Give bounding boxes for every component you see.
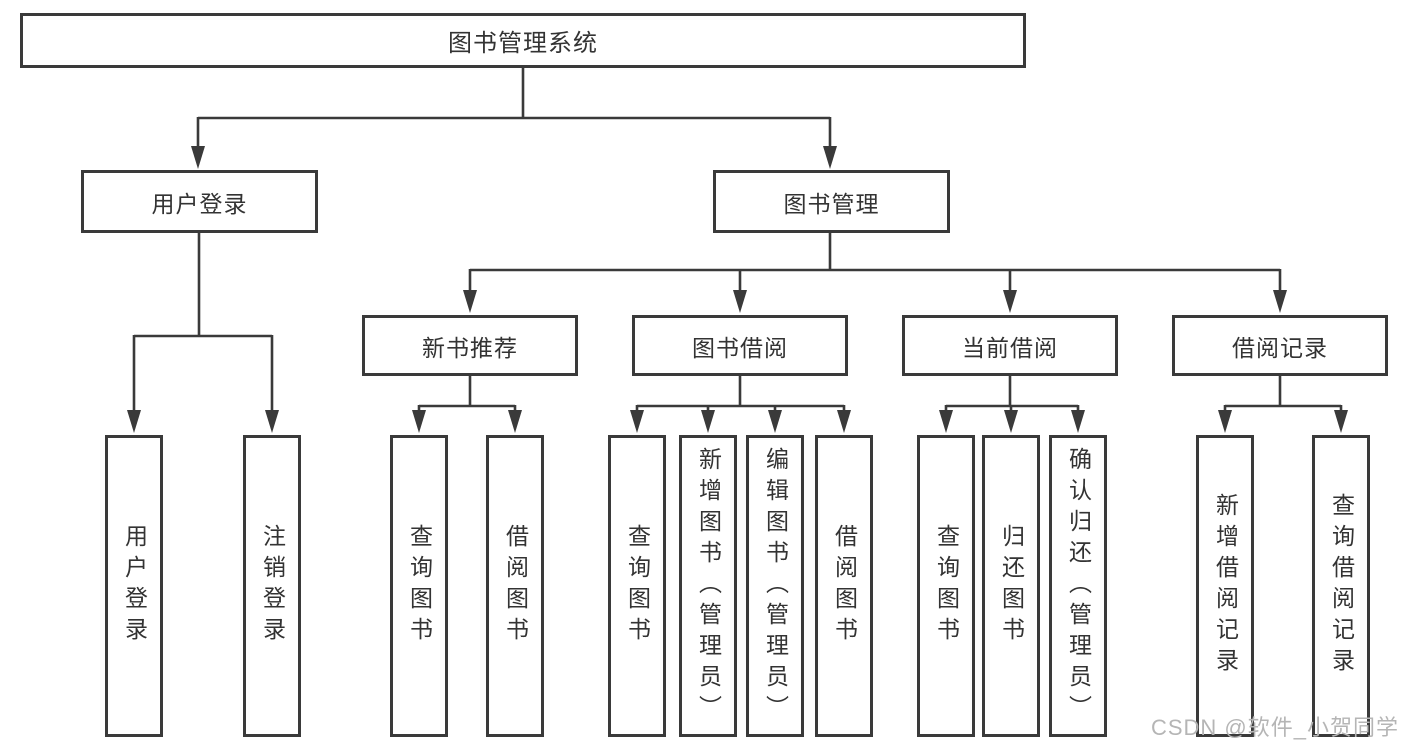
node-library-management-system: 图书管理系统	[20, 13, 1026, 68]
leaf-query-books-borrow: 查询图书	[608, 435, 666, 737]
leaf-return-book-label: 归还图书	[998, 524, 1025, 648]
leaf-edit-book-admin: 编辑图书（管理员）	[746, 435, 804, 737]
node-book-borrow: 图书借阅	[632, 315, 848, 376]
leaf-query-books-current: 查询图书	[917, 435, 975, 737]
leaf-borrow-books-recommend: 借阅图书	[486, 435, 544, 737]
leaf-add-book-admin-label: 新增图书（管理员）	[695, 446, 722, 726]
watermark: CSDN @软件_小贺同学	[1150, 715, 1399, 740]
leaf-user-login: 用户登录	[105, 435, 163, 737]
leaf-query-books-current-label: 查询图书	[933, 524, 960, 648]
leaf-add-borrow-record: 新增借阅记录	[1196, 435, 1254, 737]
leaf-query-books-recommend-label: 查询图书	[406, 524, 433, 648]
leaf-logout-label: 注销登录	[259, 524, 286, 648]
leaf-confirm-return-admin-label: 确认归还（管理员）	[1065, 446, 1092, 726]
leaf-add-borrow-record-label: 新增借阅记录	[1212, 493, 1239, 679]
leaf-query-books-borrow-label: 查询图书	[624, 524, 651, 648]
node-borrow-records: 借阅记录	[1172, 315, 1388, 376]
arrowheads	[127, 146, 1348, 433]
leaf-borrow-books-borrow: 借阅图书	[815, 435, 873, 737]
node-book-management: 图书管理	[713, 170, 950, 233]
leaf-edit-book-admin-label: 编辑图书（管理员）	[762, 446, 789, 726]
leaf-query-borrow-record-label: 查询借阅记录	[1328, 493, 1355, 679]
node-user-login: 用户登录	[81, 170, 318, 233]
leaf-user-login-label: 用户登录	[121, 524, 148, 648]
leaf-return-book: 归还图书	[982, 435, 1040, 737]
leaf-query-books-recommend: 查询图书	[390, 435, 448, 737]
node-current-borrow: 当前借阅	[902, 315, 1118, 376]
node-new-book-recommend: 新书推荐	[362, 315, 578, 376]
leaf-borrow-books-recommend-label: 借阅图书	[502, 524, 529, 648]
leaf-borrow-books-borrow-label: 借阅图书	[831, 524, 858, 648]
leaf-logout: 注销登录	[243, 435, 301, 737]
leaf-confirm-return-admin: 确认归还（管理员）	[1049, 435, 1107, 737]
leaf-add-book-admin: 新增图书（管理员）	[679, 435, 737, 737]
leaf-query-borrow-record: 查询借阅记录	[1312, 435, 1370, 737]
